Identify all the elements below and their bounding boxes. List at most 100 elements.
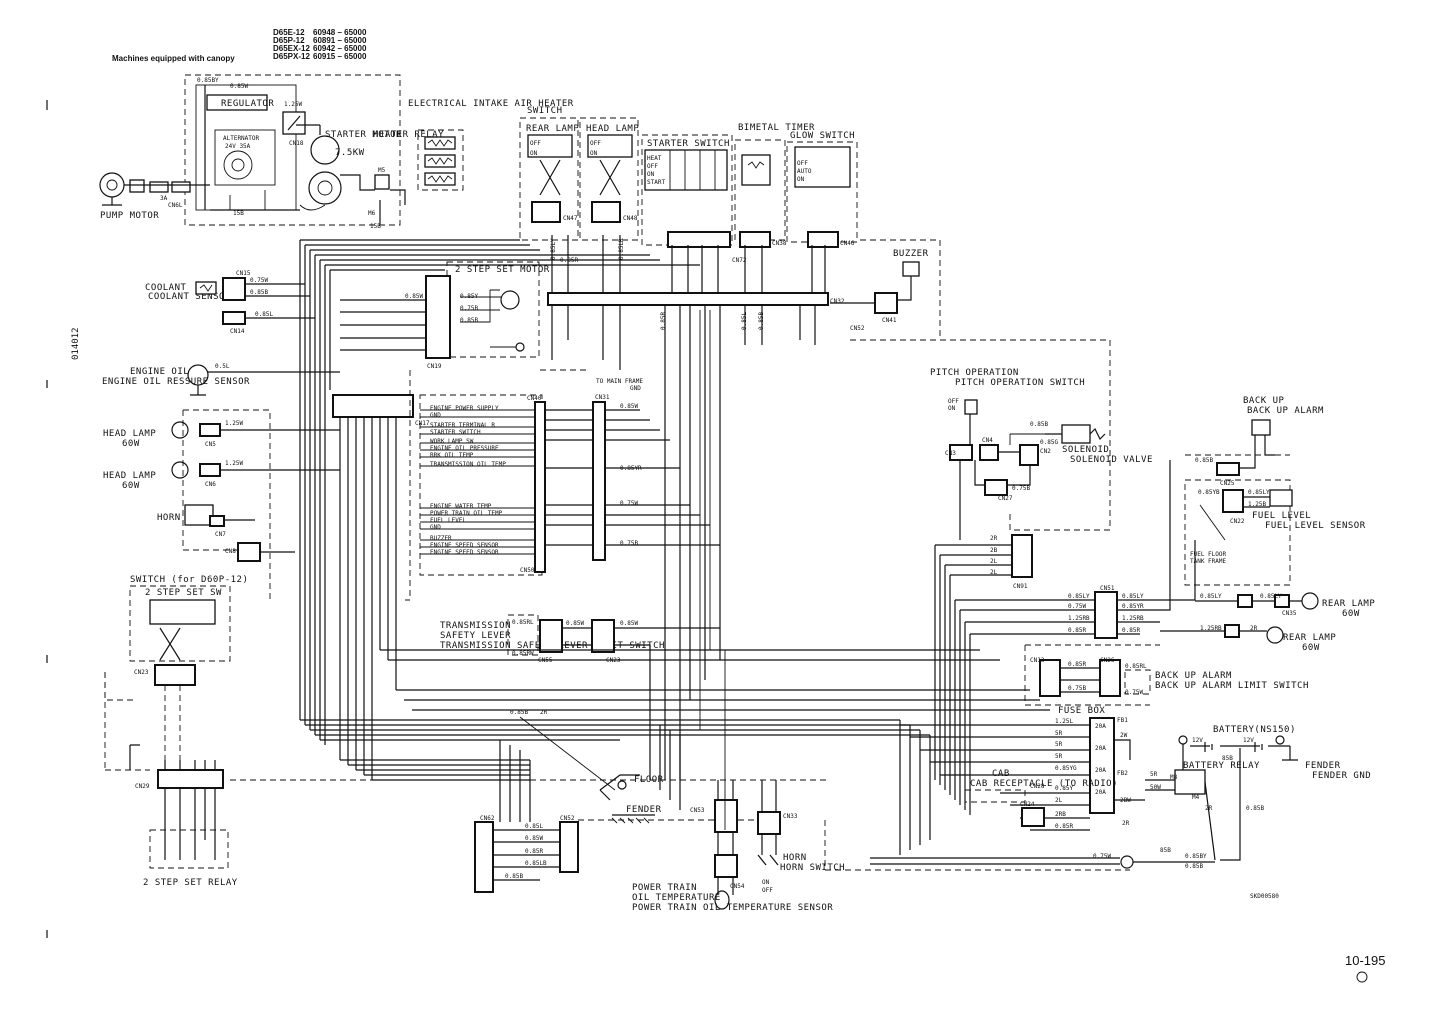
horn-on: ON <box>762 879 770 886</box>
cn6: CN6 <box>205 481 216 488</box>
fuse-3a: 3A <box>160 195 168 202</box>
alternator-label: ALTERNATOR <box>223 135 260 142</box>
gnd-label: GND <box>630 385 641 392</box>
cn40-l14: ENGINE SPEED SENSOR <box>430 542 499 549</box>
wire-125y-r2: 0.85LY <box>1122 593 1144 600</box>
two-step-motor-label: 2 STEP SET MOTOR <box>455 265 550 275</box>
trans-label-2: SAFETY LEVER <box>440 631 511 641</box>
wire-2bw: 2BW <box>1120 797 1131 804</box>
wire-075w: 0.85RW <box>512 650 534 657</box>
page-number: 10-195 <box>1345 953 1385 968</box>
glow-switch-label: GLOW SWITCH <box>790 131 855 141</box>
fuel-level-l1: FUEL LEVEL <box>1252 511 1311 521</box>
cn72: CN72 <box>732 257 747 264</box>
wire-085y-c: 0.75W <box>620 500 638 507</box>
buzzer: BUZZER CN41 <box>830 249 928 324</box>
wire-label: 1.25W <box>284 101 302 108</box>
switch-d60p-label: SWITCH (for D60P-12) <box>130 575 248 585</box>
cn40-l15: ENGINE SPEED SENSOR <box>430 549 499 556</box>
cn52: CN52 <box>850 325 865 332</box>
fuel-level: CN22 0.85LY 1.25B 0.85YB FUEL LEVEL FUEL… <box>1184 479 1365 586</box>
m6: M6 <box>368 210 376 217</box>
wire-085r-f: 0.85R <box>1055 823 1073 830</box>
head-lamp-sw-label: HEAD LAMP <box>586 124 639 134</box>
cn27: CN13 <box>1030 657 1045 664</box>
cn-label: CN6L <box>168 202 183 209</box>
cn5: CN5 <box>205 441 216 448</box>
cn25: CN28 <box>1030 783 1045 790</box>
wire-2l-f: 2L <box>1055 797 1063 804</box>
pos-on: ON <box>590 150 598 157</box>
horn-switch: CN33 HORN HORN SWITCH ON OFF <box>757 780 1130 894</box>
backup-limit-label: BACK UP ALARM LIMIT SWITCH <box>1155 681 1309 691</box>
right-harness <box>649 310 971 855</box>
wire-085lb: 0.85LB <box>525 860 547 867</box>
wire-15b: 15B <box>233 210 244 217</box>
fuse-box-label: FUSE BOX <box>1058 706 1105 716</box>
wire-085rw: 5R <box>1055 730 1063 737</box>
pos-auto: AUTO <box>797 168 812 175</box>
cn17: CN17 <box>332 394 430 780</box>
wire-085w-t2: 0.85W <box>620 620 638 627</box>
model-2: D65P-12 <box>273 36 305 45</box>
wire-075b: 0.85RL <box>512 619 534 626</box>
pos-on: ON <box>530 150 538 157</box>
wire-15b-2: 15B <box>370 223 381 230</box>
wire-085l-c: 0.85L <box>525 823 543 830</box>
cn40-l3: STARTER TERMINAL R <box>430 422 495 429</box>
cn22: CN24 <box>1020 801 1035 808</box>
wire-085yr-r: 0.85YR <box>1122 603 1144 610</box>
wire-125b: 1.25B <box>1248 501 1266 508</box>
cn52-r: CN2 <box>1040 448 1051 455</box>
oil-sensor-label: ENGINE OIL RESSURE SENSOR <box>102 377 250 387</box>
lamp-60w-2: 60W <box>122 481 140 491</box>
wire-085lr: 0.75B <box>460 305 478 312</box>
to-main-frame: TO MAIN FRAME <box>596 378 643 385</box>
wire-125y-l: 0.85LY <box>1200 593 1222 600</box>
starter-switch-label: STARTER SWITCH <box>647 139 730 149</box>
bimetal-label: BIMETAL TIMER <box>738 123 815 133</box>
wire-085ly: 0.85Y <box>460 293 478 300</box>
two-step-relay-label: 2 STEP SET RELAY <box>143 878 238 888</box>
fb2: FB2 <box>1117 770 1128 777</box>
wire-085b-b: 0.85B <box>510 709 528 716</box>
two-step-sw-label: 2 STEP SET SW <box>145 588 222 598</box>
wire-125w: 1.25W <box>225 420 243 427</box>
oil-pressure-sensor: ENGINE OIL ENGINE OIL RESSURE SENSOR 0.5… <box>102 363 340 396</box>
canopy-note: Machines equipped with canopy <box>112 54 235 63</box>
pos-off: OFF <box>590 140 601 147</box>
pitch-switch-label: PITCH OPERATION SWITCH <box>955 378 1085 388</box>
top-harness: 0.85R <box>299 239 700 745</box>
cn50: CN50 <box>520 567 535 574</box>
wire-085lr-r: 0.75B <box>1012 485 1030 492</box>
fender-gnd-l1: FENDER <box>1305 761 1341 771</box>
solenoid-label: SOLENOID VALVE <box>1070 455 1153 465</box>
cn17: CN17 <box>415 420 430 427</box>
cn19: CN19 <box>427 363 442 370</box>
cn54: CN25 <box>1220 480 1235 487</box>
pos-off: OFF <box>530 140 541 147</box>
cn40-l11: FUEL LEVEL <box>430 517 467 524</box>
power-train-label: POWER TRAIN OIL TEMPERATURE SENSOR <box>632 903 833 913</box>
heater-relay-label: HEATER RELAY <box>373 130 444 140</box>
coolant-sensor: COOLANT COOLANT SENSOR CN15 0.75W 0.85B … <box>145 270 315 335</box>
cn29: CN3 <box>945 450 956 457</box>
serials-3: 60942 – 65000 <box>313 44 367 53</box>
fender-label: FENDER <box>626 805 662 815</box>
wire-2r-f: 2R <box>1122 820 1130 827</box>
cab-receptacle: CAB CAB RECEPTACLE (TO RADIO) CN28 CN24 <box>964 769 1117 827</box>
cn40-l2: GND <box>430 412 441 419</box>
wire-085yg: 0.5L <box>215 363 230 370</box>
bimetal-timer: BIMETAL TIMER CN38 <box>734 123 815 248</box>
cn18: CN18 <box>289 140 304 147</box>
cn32: CN32 <box>830 298 845 305</box>
rear-lamp-label-2: REAR LAMP <box>1283 633 1336 643</box>
horn-label: HORN <box>157 513 181 523</box>
cn26: CN52 <box>560 815 575 822</box>
wire-125l: 1.25L <box>1055 718 1073 725</box>
backup-limit-l1: BACK UP ALARM <box>1155 671 1232 681</box>
wire-2w: 2W <box>1120 732 1128 739</box>
glow-switch: GLOW SWITCH OFF AUTO ON CN46 <box>786 131 858 248</box>
bat-12v-2: 12V <box>1243 737 1254 744</box>
